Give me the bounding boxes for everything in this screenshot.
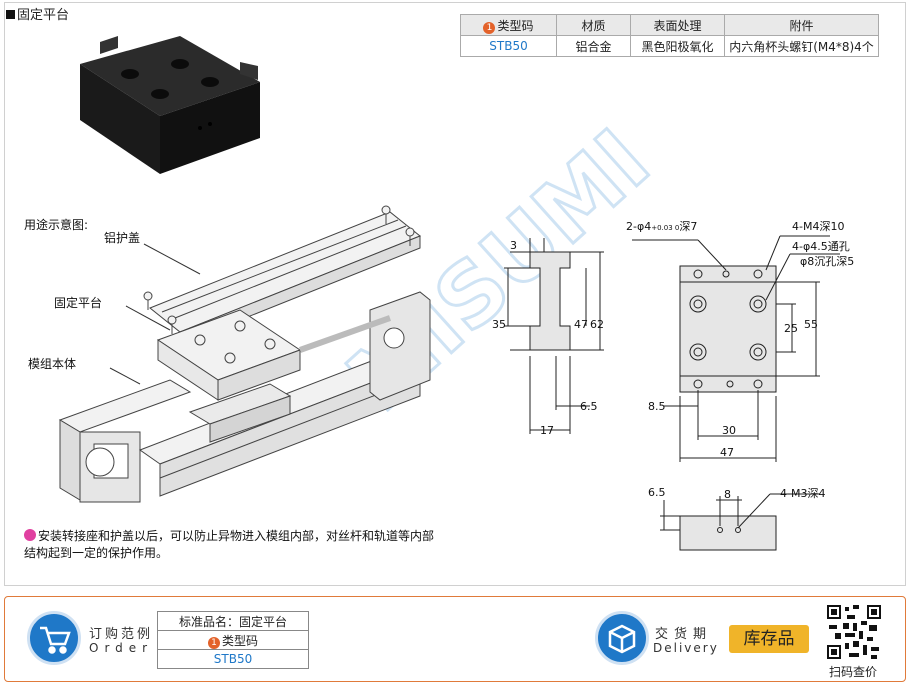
spec-header-accessory: 附件 [724,14,879,36]
cart-icon [27,611,81,665]
dim-hole-2-phi4: 2-φ4+0.03 0深7 [626,218,697,234]
dim-6-5-bottom: 6.5 [648,486,666,499]
dim-30: 30 [722,424,736,437]
hole1-tolerance: +0.03 0 [651,224,680,232]
spec-header-finish: 表面处理 [630,14,725,36]
delivery-title: 交货期 [655,627,713,642]
order-row-name: 标准品名：固定平台 [157,611,309,631]
dim-m3: 4-M3深4 [780,487,826,500]
technical-drawing [504,235,840,551]
number-badge-icon: 1 [207,636,220,649]
stock-badge: 库存品 [729,625,809,653]
number-badge-icon: 1 [483,21,496,34]
label-module: 模组本体 [28,357,77,371]
spec-cell-finish: 黑色阳极氧化 [630,35,725,57]
product-photo [80,36,260,174]
dim-35: 35 [492,318,506,331]
dim-47-horizontal: 47 [720,446,734,459]
square-bullet-icon [6,10,15,19]
hole1-depth: 深7 [679,220,698,233]
usage-illustration [58,205,431,503]
dim-8: 8 [724,488,731,501]
spec-cell-material: 铝合金 [556,35,631,57]
dim-3: 3 [510,239,517,252]
dim-55: 55 [804,318,818,331]
usage-note: 安装转接座和护盖以后，可以防止异物进入模组内部，对丝杆和轨道等内部结构起到一定的… [24,528,444,562]
page-title: 固定平台 [6,4,69,23]
dim-m4: 4-M4深10 [792,220,845,233]
order-row-code: STB50 [157,649,309,669]
hole1-text: 2-φ4 [626,220,652,233]
qr-label: 扫码查价 [829,665,878,679]
dim-8-5: 8.5 [648,400,666,413]
dim-47-vertical: 47 [574,318,588,331]
spec-cell-type: STB50 [460,35,557,57]
spec-header-type-text: 类型码 [497,18,534,33]
note-text: 安装转接座和护盖以后，可以防止异物进入模组内部，对丝杆和轨道等内部结构起到一定的… [24,529,435,560]
label-platform: 固定平台 [54,296,103,310]
dim-through-hole: 4-φ4.5通孔 [792,240,850,253]
dim-25: 25 [784,322,798,335]
dim-17: 17 [540,424,554,437]
order-subtitle: Order [89,641,154,655]
delivery-box-icon [595,611,649,665]
page-frame [4,2,906,586]
delivery-subtitle: Delivery [653,641,719,655]
label-cover: 铝护盖 [104,231,141,245]
order-title: 订购范例 [89,627,154,642]
dim-counterbore: φ8沉孔深5 [800,255,855,268]
note-bullet-icon [24,529,36,541]
usage-heading: 用途示意图: [24,218,89,232]
title-text: 固定平台 [17,8,70,23]
dim-62: 62 [590,318,604,331]
spec-header-material: 材质 [556,14,631,36]
dim-6-5: 6.5 [580,400,598,413]
qr-code-icon[interactable] [825,603,883,661]
order-row-type-text: 类型码 [221,633,258,648]
spec-cell-accessory: 内六角杯头螺钉(M4*8)4个 [724,35,879,57]
